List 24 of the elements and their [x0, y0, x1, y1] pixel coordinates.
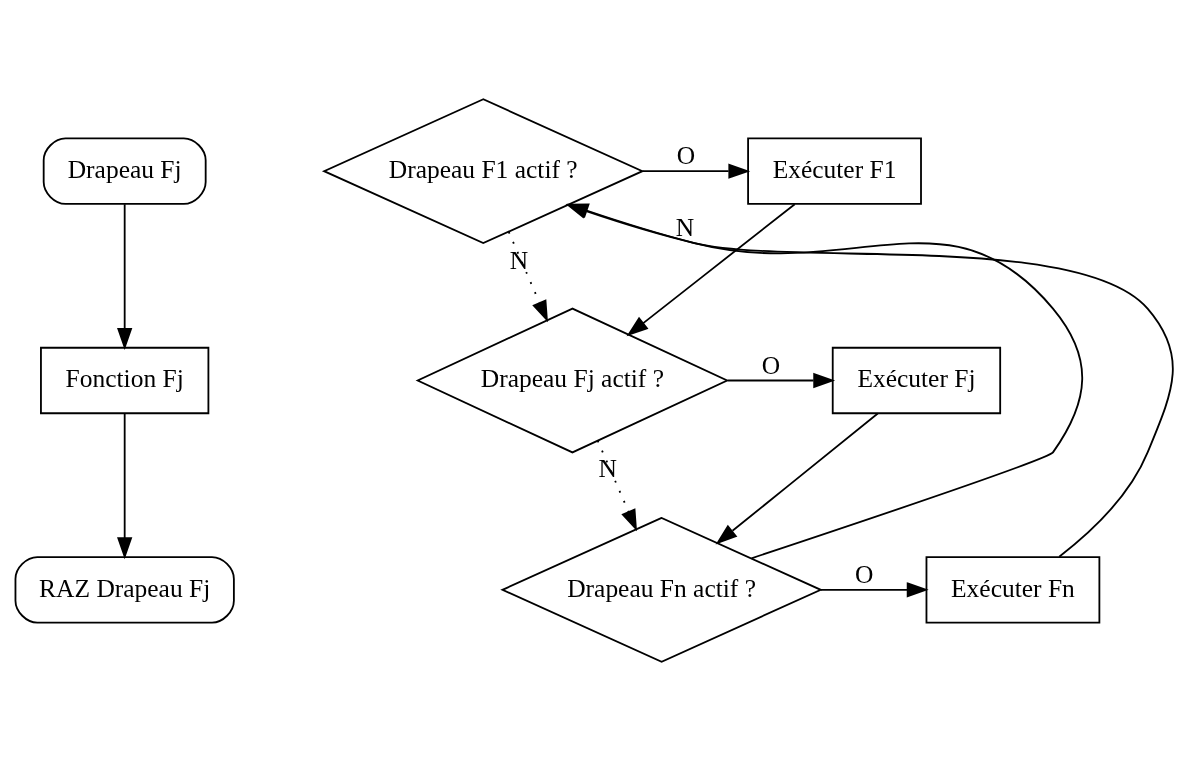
edge-label: N: [598, 453, 617, 483]
edge-label: N: [509, 245, 529, 275]
edge-label: N: [675, 212, 695, 242]
arrow: [626, 202, 796, 336]
arrow: [641, 163, 751, 179]
node-diamond: Drapeau Fn actif ?: [500, 516, 823, 663]
node-box: Exécuter Fn: [925, 555, 1101, 623]
edge-label: O: [761, 350, 781, 380]
arrow: [819, 581, 929, 597]
arrow: [507, 230, 548, 322]
arrow: [596, 439, 638, 531]
node-diamond: Drapeau Fj actif ?: [415, 307, 730, 453]
arrow: [117, 202, 133, 350]
edge-label: O: [855, 559, 874, 589]
arrow: [715, 412, 879, 544]
node-box: Fonction Fj: [40, 346, 210, 414]
arrow: [726, 372, 836, 388]
node-box: Exécuter F1: [747, 137, 922, 205]
node-diamond: Drapeau F1 actif ?: [321, 97, 645, 244]
node-box: Drapeau Fj: [42, 137, 207, 205]
node-box: RAZ Drapeau Fj: [14, 555, 235, 623]
edge-label: O: [676, 140, 696, 170]
node-box: Exécuter Fj: [831, 346, 1002, 414]
arrow: [117, 412, 133, 559]
